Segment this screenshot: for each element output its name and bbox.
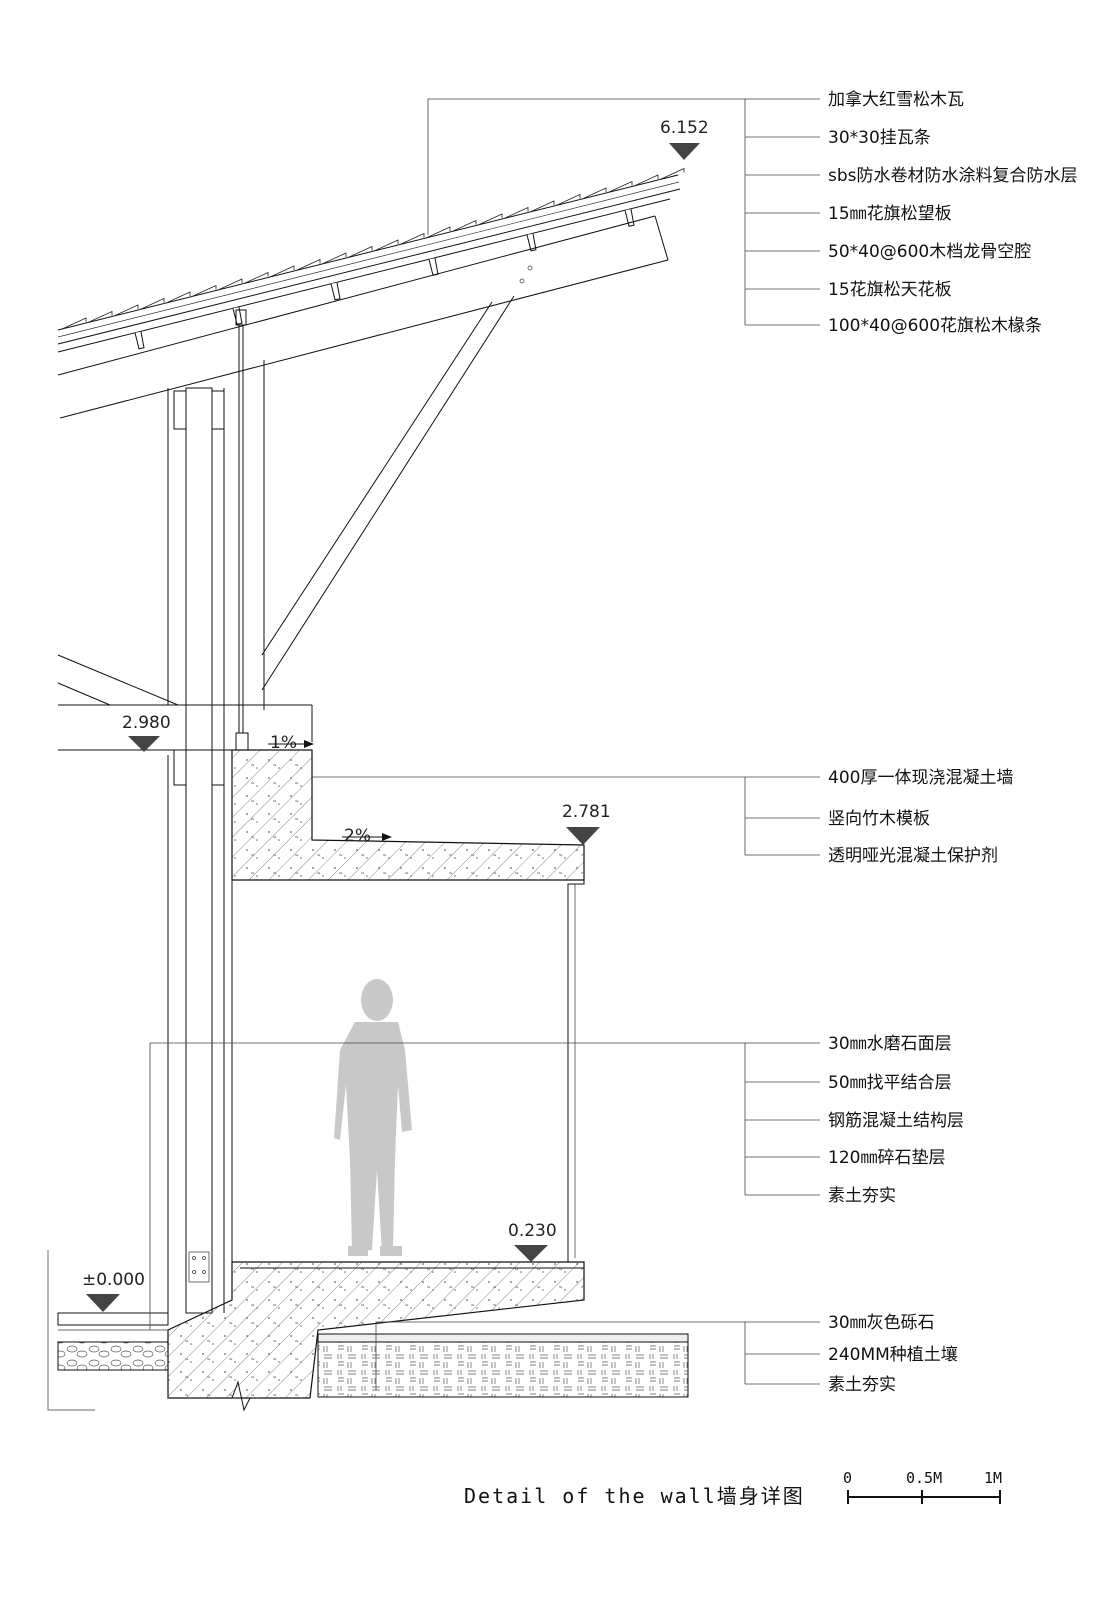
lower-rafter [57,654,179,706]
floor-layer-label: 50㎜找平结合层 [828,1073,952,1093]
wall-layer-label: 竖向竹木模板 [828,809,930,829]
svg-text:1%: 1% [270,733,297,753]
roof-battens [134,209,635,350]
wall-layer-label: 透明哑光混凝土保护剂 [828,846,998,866]
elevation-canopy: 2.781 [562,802,611,845]
scale-label: 0.5M [906,1469,942,1487]
elevation-floor: 0.230 [508,1221,557,1262]
ground-layer-label: 30㎜灰色砾石 [828,1313,935,1333]
human-figure [334,979,412,1256]
scale-bar: 0 0.5M 1M [843,1469,1002,1504]
roof-layer-label: sbs防水卷材防水涂料复合防水层 [828,166,1078,186]
roof-layer-label: 50*40@600木档龙骨空腔 [828,242,1031,262]
scale-label: 0 [843,1469,852,1487]
svg-text:6.152: 6.152 [660,118,709,138]
roof-layer-label: 15花旗松天花板 [828,280,952,300]
planter-soil [317,1333,689,1398]
slope-canopy-bottom: 2% [342,826,392,846]
floor-layer-label: 120㎜碎石垫层 [828,1148,945,1168]
wall-layer-label: 400厚一体现浇混凝土墙 [828,768,1013,788]
exterior-ground [47,1250,169,1411]
roof-layer-labels: 加拿大红雪松木瓦 30*30挂瓦条 sbs防水卷材防水涂料复合防水层 15㎜花旗… [828,89,1078,336]
roof-layer-label: 加拿大红雪松木瓦 [828,89,964,110]
svg-text:2.980: 2.980 [122,713,171,733]
timber-columns [167,309,265,1314]
svg-text:2.781: 2.781 [562,802,611,822]
floor-layer-label: 素土夯实 [828,1186,896,1206]
roof-layer-label: 15㎜花旗松望板 [828,204,952,224]
elevation-ground: ±0.000 [82,1270,145,1312]
roof-assembly [57,167,685,419]
svg-text:0.230: 0.230 [508,1221,557,1241]
drawing-title: Detail of the wall墙身详图 [464,1484,805,1508]
elevation-roof: 6.152 [660,118,709,160]
svg-text:±0.000: ±0.000 [82,1270,145,1290]
floor-slab-footing [167,1261,585,1412]
roof-layer-label: 30*30挂瓦条 [828,128,931,148]
wall-layer-labels: 400厚一体现浇混凝土墙 竖向竹木模板 透明哑光混凝土保护剂 [828,768,1013,866]
diagonal-brace [261,295,515,691]
scale-label: 1M [984,1469,1002,1487]
roof-layer-label: 100*40@600花旗松木椽条 [828,316,1042,336]
concrete-wall-canopy [231,749,585,1262]
roof-tiles [61,167,685,330]
ground-layer-label: 240MM种植土壤 [828,1344,958,1365]
leader-lines [149,98,820,1390]
slope-canopy-top: 1% [268,733,314,753]
svg-text:2%: 2% [344,826,371,846]
ground-layer-label: 素土夯实 [828,1375,896,1395]
floor-layer-labels: 30㎜水磨石面层 50㎜找平结合层 钢筋混凝土结构层 120㎜碎石垫层 素土夯实 [828,1034,964,1206]
floor-layer-label: 30㎜水磨石面层 [828,1034,952,1054]
floor-layer-label: 钢筋混凝土结构层 [828,1111,964,1131]
elevation-beam: 2.980 [122,713,171,752]
ground-layer-labels: 30㎜灰色砾石 240MM种植土壤 素土夯实 [828,1313,958,1395]
